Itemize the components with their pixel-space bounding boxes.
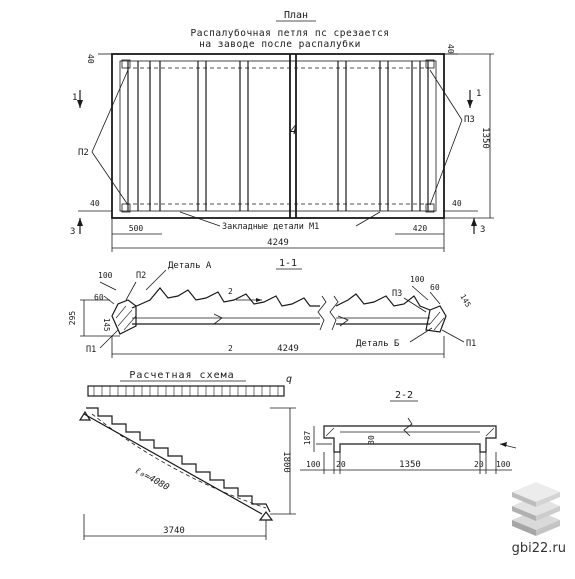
section-2-2-dim-30: 30: [367, 435, 376, 445]
section-1-1-profile: [131, 287, 431, 311]
section-2-2: 2-2 187 30 100 20 1350 20 100: [300, 390, 517, 474]
section-1-1-callout-p2: П2: [136, 271, 146, 281]
plan-callout-bottom: Закладные детали М1: [222, 222, 319, 232]
section-1-1-step-mark-top: 2: [228, 287, 233, 296]
plan-dim-left-offset: 500: [129, 224, 144, 233]
section-2-2-dim-right-20: 20: [474, 460, 484, 469]
calc-scheme-title: Расчетная схема: [129, 370, 234, 381]
plan-dim-top-left: 40: [86, 54, 95, 64]
plan-dim-bottom-right: 40: [452, 199, 462, 208]
plan-callout-right: П3: [464, 115, 475, 125]
plan-dim-top-right: 40: [446, 44, 455, 54]
calc-scheme-height: 1800: [281, 451, 291, 473]
section-1-1-dim-100-left: 100: [98, 271, 113, 280]
calc-scheme-stair: [86, 407, 271, 513]
section-2-2-title: 2-2: [395, 390, 413, 401]
section-2-2-dim-left-100: 100: [306, 460, 321, 469]
calc-scheme: Расчетная схема: [78, 370, 296, 540]
calc-scheme-span-label: ℓ₀=4080: [133, 466, 171, 493]
watermark-site: gbi22.ru: [512, 541, 566, 556]
plan-section-mark-1-left: 1: [72, 93, 77, 103]
section-1-1-callout-p3: П3: [392, 289, 402, 299]
section-1-1-callout-p1-left: П1: [86, 345, 96, 355]
plan-dim-right-offset: 420: [413, 224, 428, 233]
section-2-2-profile: [323, 425, 497, 453]
section-1-1-callout-p1-right: П1: [466, 339, 476, 349]
section-1-1-dim-60-right: 60: [430, 283, 440, 292]
section-1-1-dim-295: 295: [68, 311, 77, 326]
section-1-1: 1-1 Деталь А 2 100 60 145: [68, 258, 476, 358]
calc-scheme-load-strip: [87, 385, 285, 397]
plan-ribs: [127, 54, 429, 218]
plan-section-mark-1-right: 1: [476, 89, 481, 99]
section-1-1-step-mark-bottom: 2: [228, 344, 233, 353]
section-1-1-dim-145-right: 145: [458, 293, 473, 309]
section-1-1-right-support: [425, 305, 447, 333]
section-2-2-dim-left-20: 20: [336, 460, 346, 469]
plan-dim-length: 4249: [267, 238, 289, 248]
plan-dim-bottom-left: 40: [90, 199, 100, 208]
plan-note-line1: Распалубочная петля пс срезается: [190, 28, 389, 39]
section-1-1-dim-145-left: 145: [102, 318, 111, 332]
watermark: gbi22.ru: [512, 482, 566, 556]
plan-title: План: [284, 10, 308, 21]
calc-scheme-base: 3740: [163, 526, 185, 536]
section-1-1-title: 1-1: [279, 258, 297, 269]
plan-callout-left: П2: [78, 148, 89, 158]
section-1-1-detail-b: Деталь Б: [356, 339, 399, 349]
section-1-1-dim-100-right: 100: [410, 275, 425, 284]
plan-note-line2: на заводе после распалубки: [199, 39, 361, 50]
section-1-1-dim-length: 4249: [277, 344, 299, 354]
section-2-2-dim-right-100: 100: [496, 460, 511, 469]
plan-section-mark-3-right: 3: [480, 225, 485, 235]
section-2-2-dim-width: 1350: [399, 460, 421, 470]
plan-view: План Распалубочная петля пс срезается на…: [70, 10, 494, 252]
section-2-2-dim-187: 187: [303, 431, 312, 446]
section-1-1-dim-60-left: 60: [94, 293, 104, 302]
plan-center-label: 4: [290, 123, 297, 137]
plan-dim-width: 1350: [480, 127, 490, 149]
section-1-1-detail-a: Деталь А: [168, 261, 212, 271]
section-1-1-left-support: [111, 299, 137, 335]
plan-section-mark-3-left: 3: [70, 227, 75, 237]
calc-scheme-load-label: q: [286, 374, 292, 385]
plan-slab-outline: [111, 53, 445, 219]
watermark-logo: [512, 482, 560, 536]
